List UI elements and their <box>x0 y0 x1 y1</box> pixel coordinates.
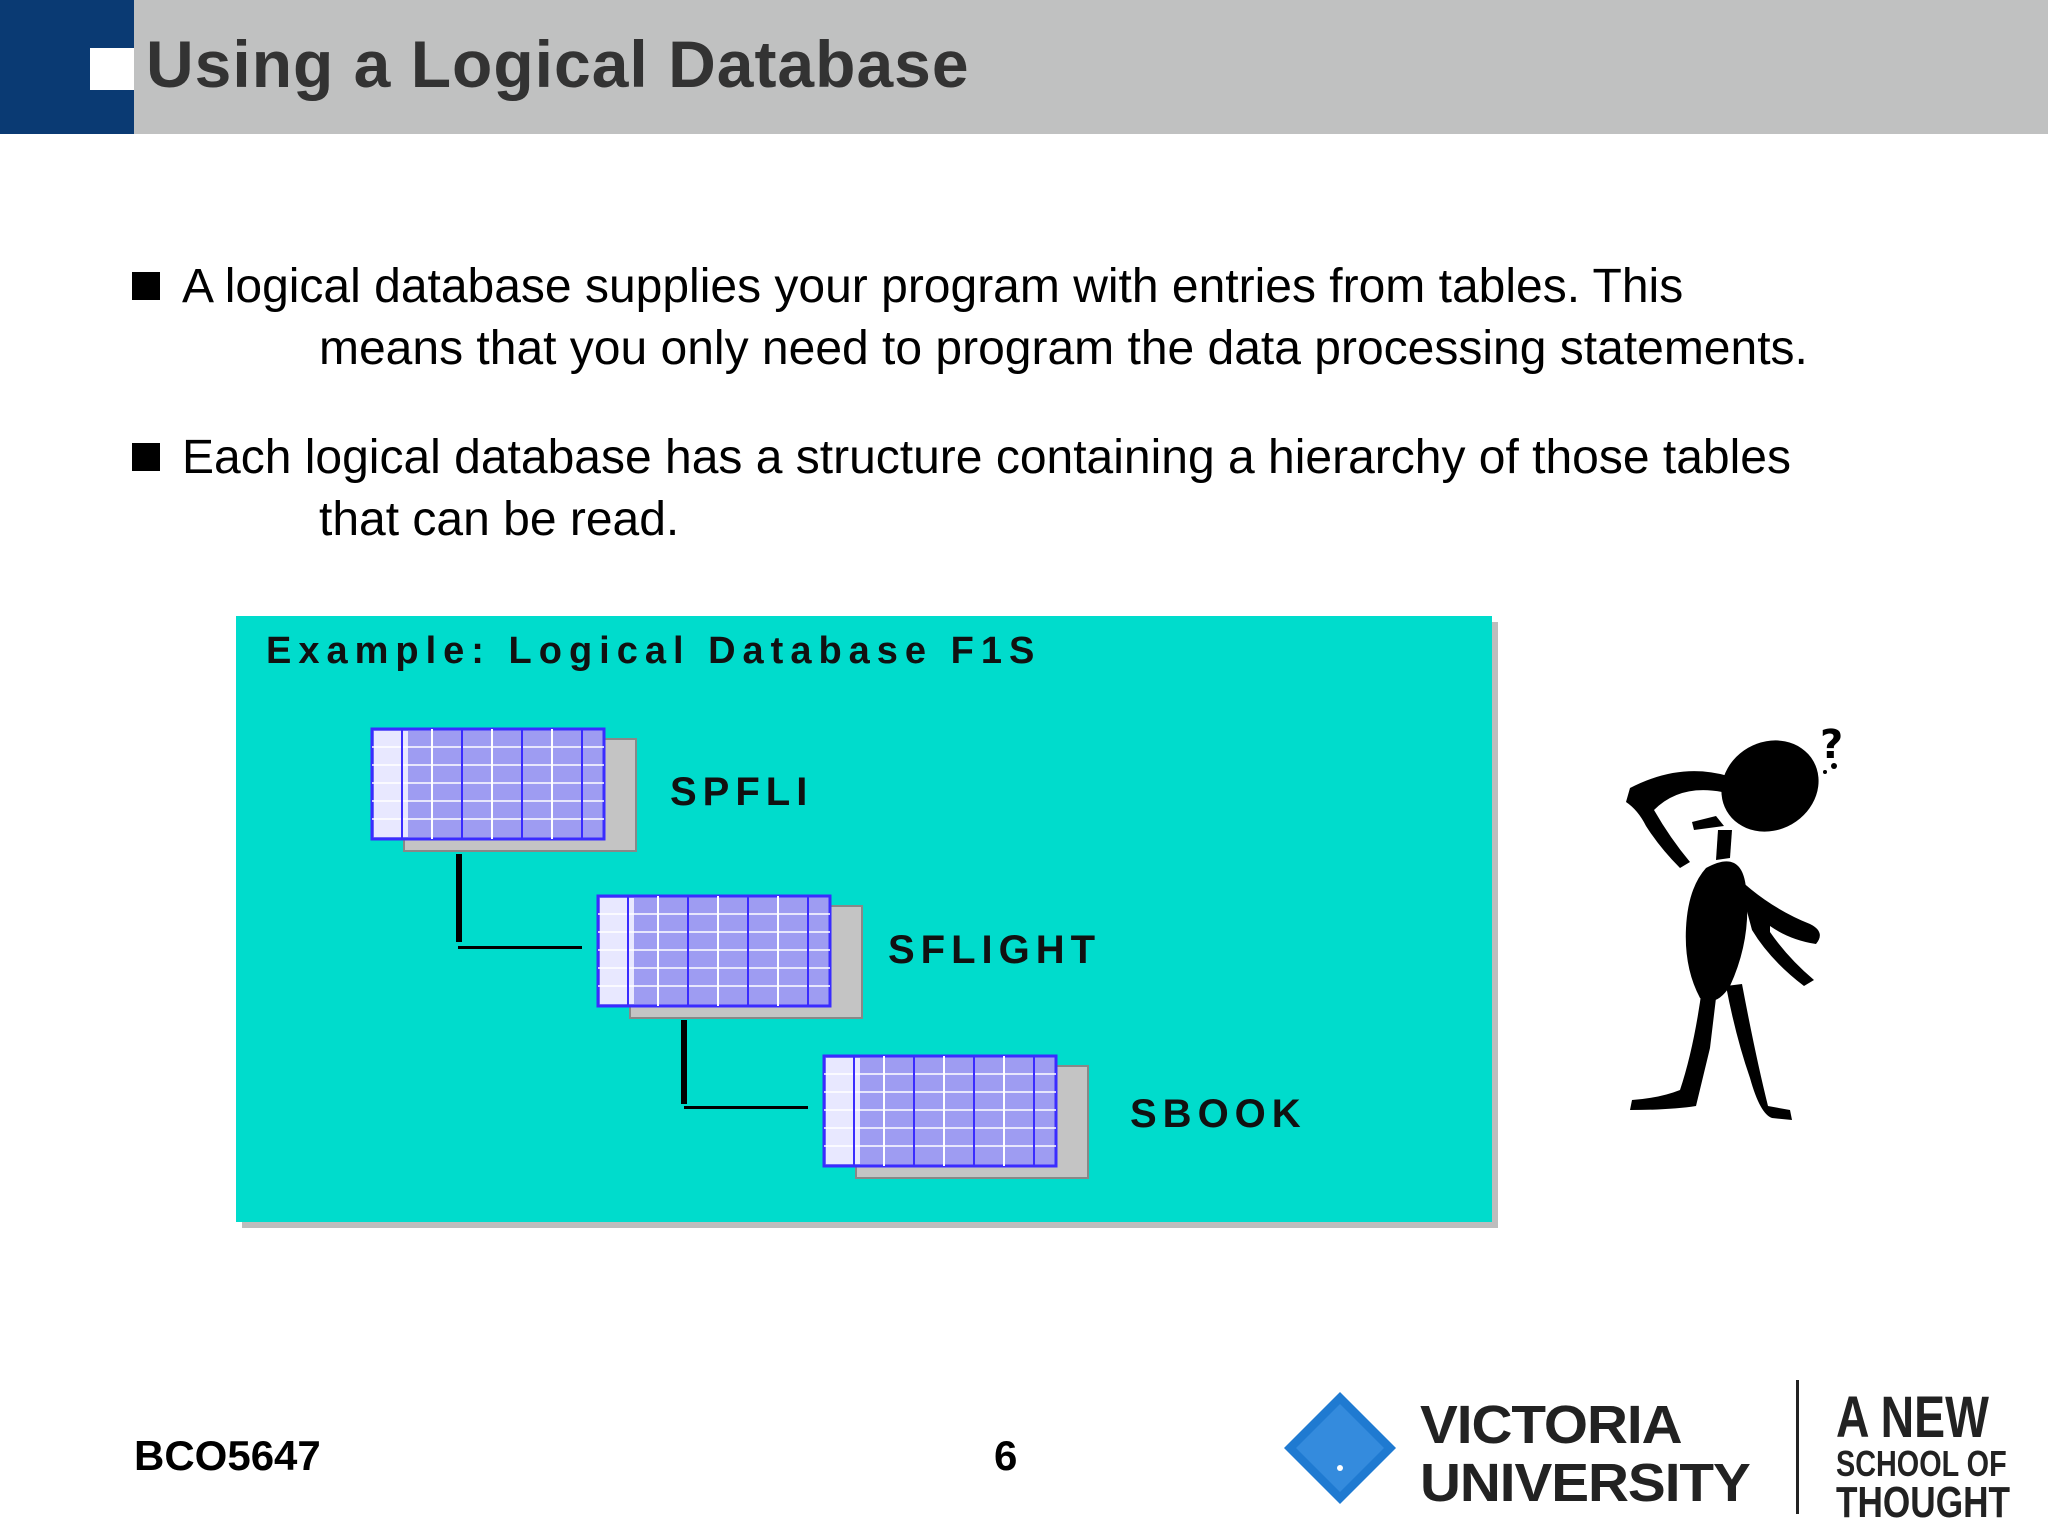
table-grid-graphic <box>596 894 863 1019</box>
table-grid-graphic <box>370 727 637 852</box>
hierarchy-connector <box>456 854 462 942</box>
logical-database-diagram: Example: Logical Database F1S SPFLI SFLI… <box>236 616 1492 1222</box>
bullet-text-line: Each logical database has a structure co… <box>182 431 1791 484</box>
bullet-text-line: A logical database supplies your program… <box>182 260 1684 313</box>
course-code: BCO5647 <box>134 1432 321 1479</box>
hierarchy-connector <box>681 1020 687 1104</box>
table-stack-icon <box>596 894 866 1029</box>
page-number: 6 <box>994 1432 1018 1479</box>
victoria-university-logo-icon <box>1284 1392 1396 1504</box>
bullet-text-line: means that you only need to program the … <box>319 322 1808 375</box>
hierarchy-connector <box>684 1106 808 1109</box>
question-mark-icon: ? <box>1820 722 1843 768</box>
university-name-line: UNIVERSITY <box>1420 1453 1751 1513</box>
slogan-line: A NEW <box>1836 1385 1989 1450</box>
table-label-sbook: SBOOK <box>1130 1092 1307 1136</box>
slide-title: Using a Logical Database <box>146 27 970 101</box>
table-grid-graphic <box>822 1054 1089 1179</box>
diagram-title: Example: Logical Database F1S <box>266 630 1042 672</box>
bullet-square-icon <box>132 443 160 471</box>
hierarchy-connector <box>458 946 582 949</box>
slogan-line: SCHOOL OF <box>1836 1443 2007 1484</box>
slogan-line: THOUGHT <box>1836 1478 2011 1527</box>
bullet-square-icon <box>132 272 160 300</box>
university-name-line: VICTORIA <box>1420 1395 1683 1455</box>
title-bar <box>0 0 2048 134</box>
university-name: VICTORIA UNIVERSITY <box>1420 1395 1751 1513</box>
table-stack-icon <box>822 1054 1092 1189</box>
university-slogan: A NEW SCHOOL OF THOUGHT <box>1836 1385 2011 1527</box>
title-accent-square <box>90 48 134 90</box>
table-label-sflight: SFLIGHT <box>888 928 1102 972</box>
logo-divider <box>1796 1380 1799 1514</box>
table-label-spfli: SPFLI <box>670 770 814 814</box>
table-stack-icon <box>370 727 640 862</box>
thinking-figure-icon: ? <box>1626 722 1843 1120</box>
bullet-text-line: that can be read. <box>319 493 680 546</box>
